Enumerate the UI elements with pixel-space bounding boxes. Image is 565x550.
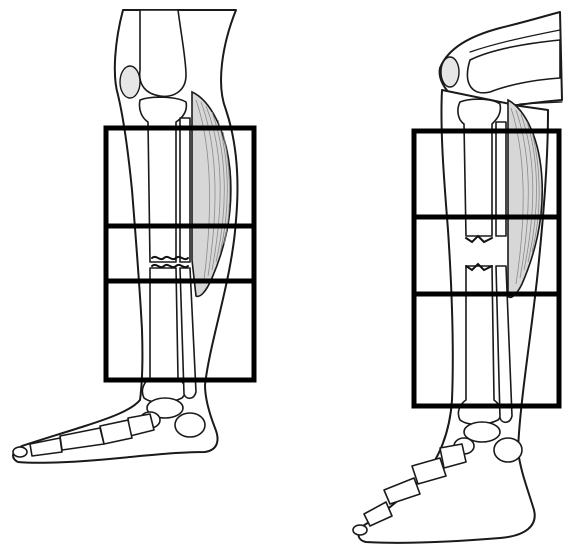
right-patella	[441, 57, 459, 87]
left-femur	[140, 10, 186, 96]
left-patella	[120, 66, 140, 98]
right-leg-panel	[353, 12, 562, 543]
left-leg-panel	[13, 10, 254, 463]
left-fracture-mark	[152, 257, 188, 259]
left-fracture-mark-2	[152, 265, 188, 267]
left-fibula	[180, 118, 190, 262]
